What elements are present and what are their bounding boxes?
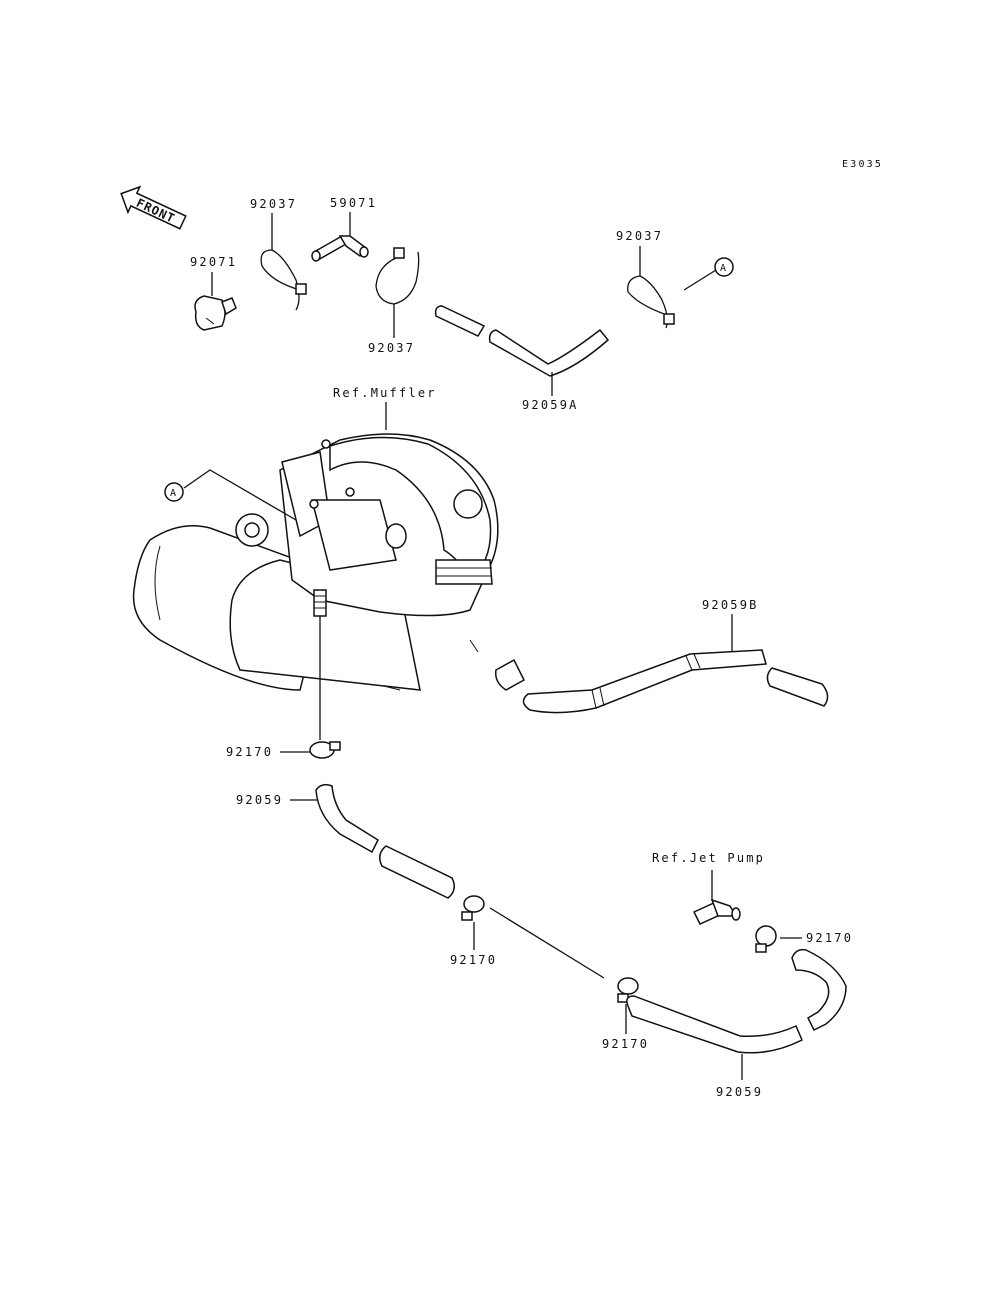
part-label-92170-mid: 92170 bbox=[450, 953, 497, 967]
hose-92059-lower bbox=[626, 948, 847, 1054]
front-arrow-icon: FRONT bbox=[120, 185, 187, 230]
part-label-92059-lower: 92059 bbox=[716, 1085, 763, 1099]
part-label-92170-right: 92170 bbox=[806, 931, 853, 945]
part-label-92059A: 92059A bbox=[522, 398, 579, 412]
front-label: FRONT bbox=[134, 196, 177, 226]
fitting-59071 bbox=[311, 234, 369, 262]
muffler bbox=[132, 433, 499, 691]
clamp-92037-mid bbox=[375, 247, 420, 305]
part-label-59071: 59071 bbox=[330, 196, 377, 210]
connection-line bbox=[489, 907, 605, 979]
part-label-92037-right: 92037 bbox=[616, 229, 663, 243]
part-label-92059B: 92059B bbox=[702, 598, 759, 612]
part-label-92059-upper: 92059 bbox=[236, 793, 283, 807]
jet-pump-fitting bbox=[692, 898, 741, 925]
part-label-92037-left: 92037 bbox=[250, 197, 297, 211]
marker-a-top-label: A bbox=[720, 263, 726, 274]
leader-marker-a-top bbox=[683, 269, 717, 291]
part-label-92071: 92071 bbox=[190, 255, 237, 269]
part-label-92170-low: 92170 bbox=[602, 1037, 649, 1051]
leader-marker-a-left bbox=[183, 469, 297, 521]
clamp-92170-right bbox=[755, 925, 777, 953]
diagram-code: E3035 bbox=[842, 159, 883, 170]
clamp-92037-right bbox=[627, 275, 675, 329]
clamp-92170-mid bbox=[461, 895, 485, 921]
marker-a-left bbox=[164, 482, 184, 502]
hose-92059-upper bbox=[315, 783, 455, 899]
marker-a-left-label: A bbox=[170, 488, 176, 499]
clamp-92170-top bbox=[309, 741, 341, 759]
plug-92071 bbox=[194, 295, 237, 331]
ref-muffler-label: Ref.Muffler bbox=[333, 386, 437, 400]
ref-jet-pump-label: Ref.Jet Pump bbox=[652, 851, 765, 865]
marker-a-top bbox=[714, 257, 734, 277]
clamp-92037-left bbox=[260, 249, 307, 311]
part-label-92170-top: 92170 bbox=[226, 745, 273, 759]
part-label-92037-mid: 92037 bbox=[368, 341, 415, 355]
hose-92059A bbox=[434, 305, 610, 377]
clamp-92170-low bbox=[617, 977, 639, 1003]
hose-92059B bbox=[494, 649, 829, 714]
